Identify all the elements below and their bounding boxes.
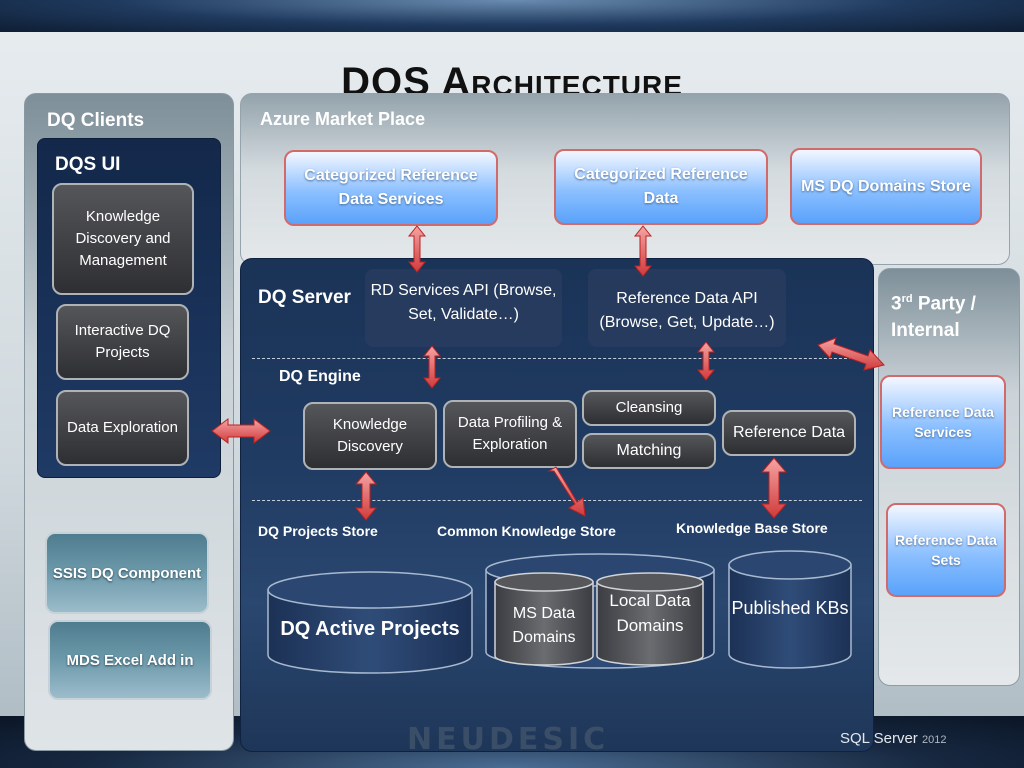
- local-data-domains-label: Local Data Domains: [609, 591, 691, 635]
- dq-projects-store-label: DQ Projects Store: [258, 523, 378, 539]
- azure-heading: Azure Market Place: [260, 109, 426, 129]
- reference-data-sets-box: Reference Data Sets: [886, 503, 1006, 597]
- dq-clients-heading: DQ Clients: [47, 110, 145, 131]
- categorized-reference-data-box: Categorized Reference Data: [554, 149, 768, 225]
- ms-dq-domains-store-box: MS DQ Domains Store: [790, 148, 982, 225]
- data-profiling-exploration-box: Data Profiling & Exploration: [443, 400, 577, 468]
- common-knowledge-store-label: Common Knowledge Store: [437, 523, 616, 539]
- matching-box: Matching: [582, 433, 716, 469]
- engine-separator-top: [252, 358, 862, 359]
- knowledge-discovery-engine-box: Knowledge Discovery: [303, 402, 437, 470]
- reference-data-api-box: Reference Data API (Browse, Get, Update……: [588, 269, 786, 347]
- neudesic-logo: NEUDESIC: [407, 722, 610, 757]
- third-party-heading: 3rd Party / Internal: [891, 293, 976, 342]
- reference-data-engine-box: Reference Data: [722, 410, 856, 456]
- dq-engine-heading: DQ Engine: [279, 368, 361, 385]
- dqs-ui-heading: DQS UI: [55, 154, 121, 175]
- dq-active-projects-label: DQ Active Projects: [280, 618, 460, 640]
- ssis-dq-component-box: SSIS DQ Component: [45, 532, 209, 614]
- data-exploration-box: Data Exploration: [56, 390, 189, 466]
- sql-server-logo: SQL Server 2012: [840, 730, 947, 747]
- third-party-panel: [878, 268, 1020, 686]
- knowledge-discovery-management-box: Knowledge Discovery and Management: [52, 183, 194, 295]
- top-banner: [0, 0, 1024, 32]
- cleansing-box: Cleansing: [582, 390, 716, 426]
- engine-separator-bottom: [252, 500, 862, 501]
- dq-server-heading: DQ Server: [258, 287, 351, 308]
- interactive-dq-projects-box: Interactive DQ Projects: [56, 304, 189, 380]
- published-kbs-label: Published KBs: [731, 598, 849, 618]
- categorized-reference-data-services-box: Categorized Reference Data Services: [284, 150, 498, 226]
- ms-data-domains-label: MS Data Domains: [512, 605, 576, 646]
- rd-services-api-box: RD Services API (Browse, Set, Validate…): [365, 269, 562, 347]
- mds-excel-addin-box: MDS Excel Add in: [48, 620, 212, 700]
- reference-data-services-box: Reference Data Services: [880, 375, 1006, 469]
- knowledge-base-store-label: Knowledge Base Store: [676, 520, 828, 536]
